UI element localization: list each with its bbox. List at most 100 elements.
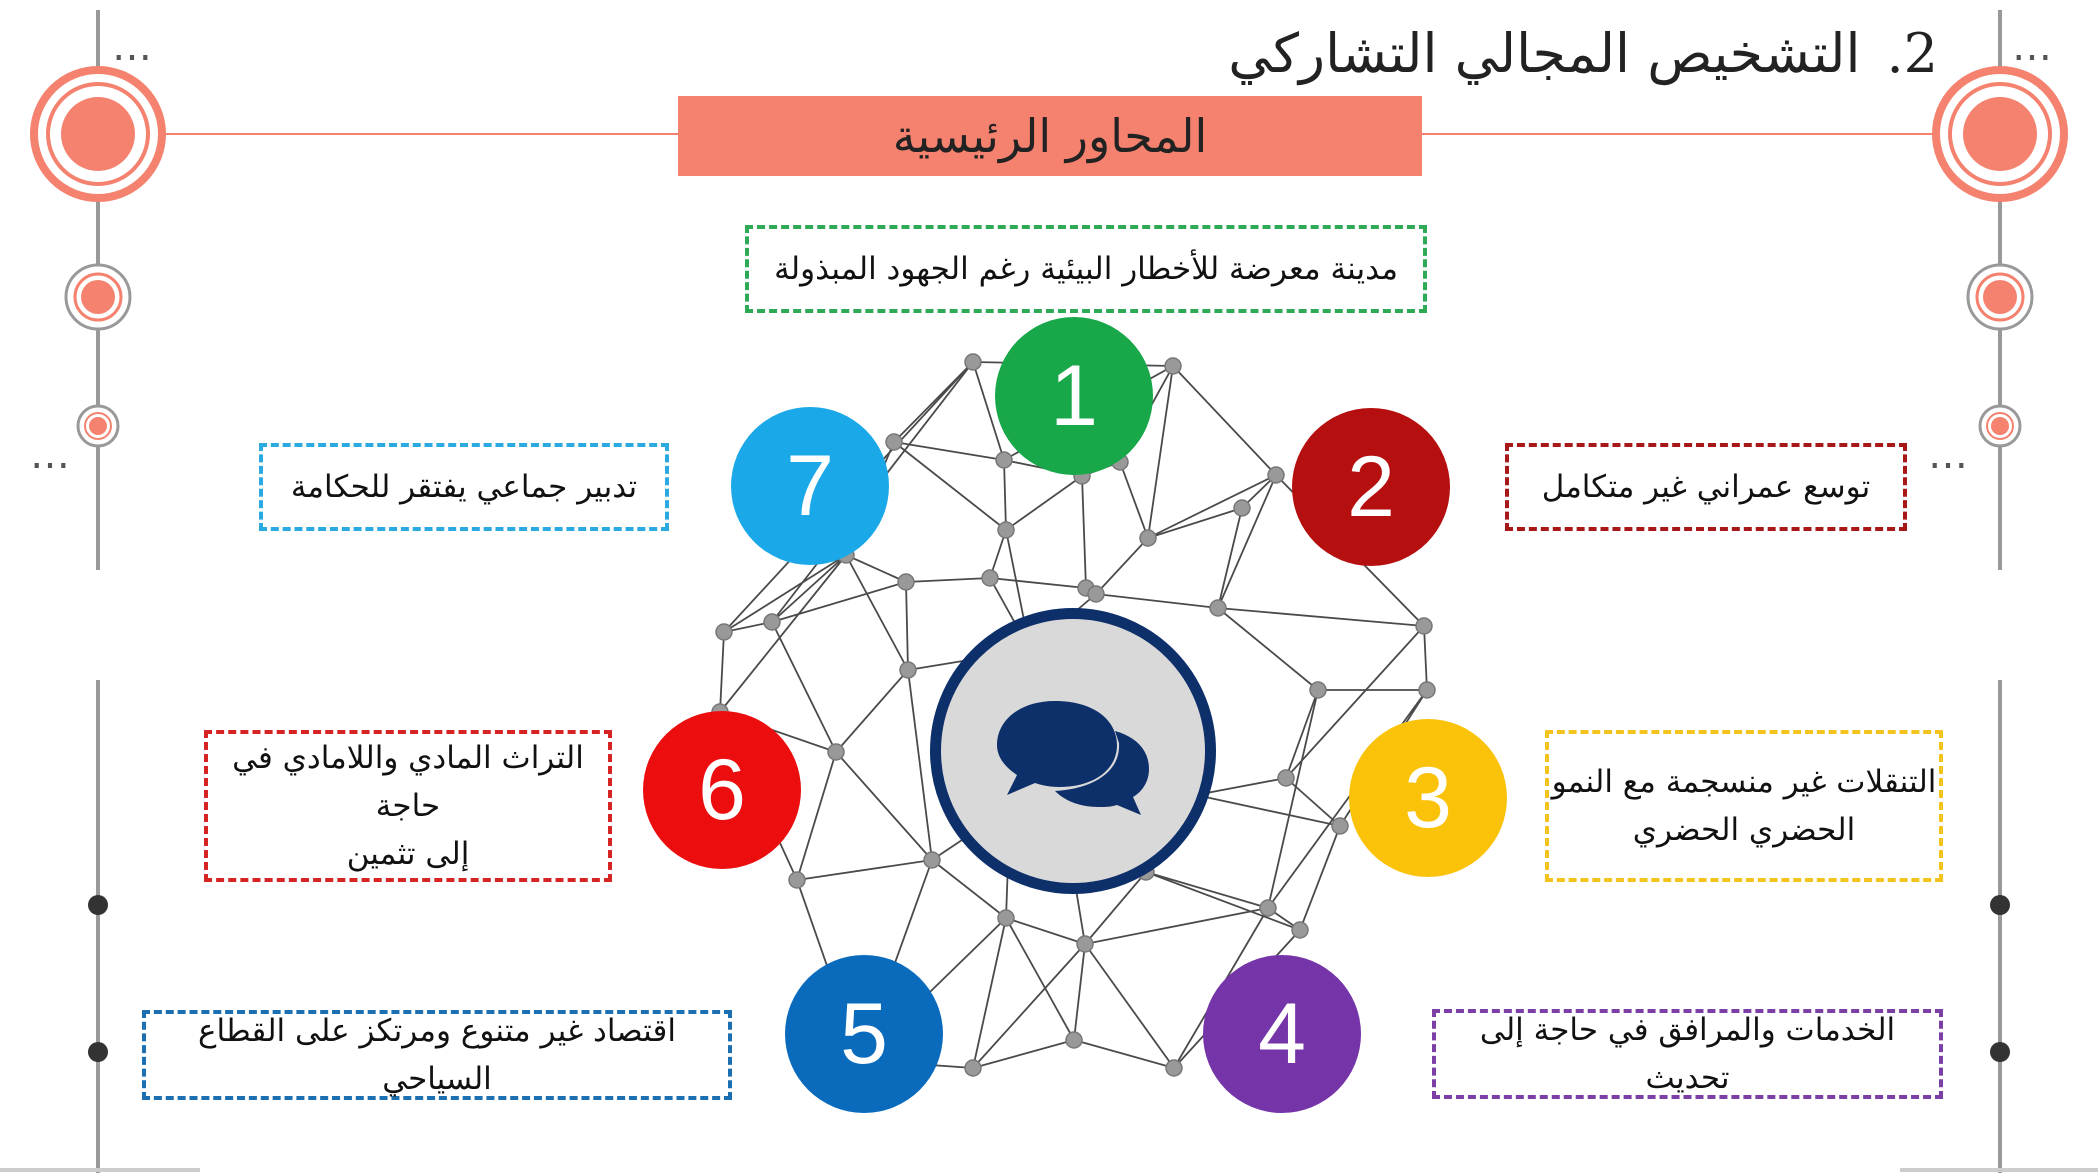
speech-bubbles-icon bbox=[997, 701, 1149, 815]
mesh-edge bbox=[893, 441, 1005, 461]
mesh-edge bbox=[1195, 777, 1287, 796]
mesh-edge bbox=[1073, 943, 1086, 1041]
mesh-edge bbox=[972, 917, 1007, 1069]
mesh-edge bbox=[835, 669, 909, 753]
page-title: 2. التشخيص المجالي التشاركي bbox=[1228, 22, 1938, 85]
main-axes-banner: المحاور الرئيسية bbox=[678, 96, 1422, 176]
axis-2-label-box: توسع عمراني غير متكامل bbox=[1505, 443, 1907, 531]
mesh-edge bbox=[1217, 607, 1319, 691]
mesh-node bbox=[1418, 681, 1436, 699]
mesh-edge bbox=[1147, 365, 1174, 539]
mesh-node bbox=[1291, 921, 1309, 939]
mesh-node bbox=[1277, 769, 1295, 787]
axis-1-circle: 1 bbox=[995, 317, 1153, 475]
ellipsis-mid-left: … bbox=[30, 432, 72, 478]
mesh-node bbox=[923, 851, 941, 869]
mesh-node bbox=[899, 661, 917, 679]
axis-7-circle: 7 bbox=[731, 407, 889, 565]
axis-6-text-line-2: إلى تثمين bbox=[346, 836, 470, 873]
mesh-edge bbox=[723, 554, 847, 633]
mesh-node bbox=[1209, 599, 1227, 617]
mesh-edge bbox=[1147, 474, 1277, 539]
mesh-edge bbox=[1119, 461, 1149, 539]
mesh-node bbox=[997, 909, 1015, 927]
mesh-node bbox=[1139, 529, 1157, 547]
axis-6-label-box: التراث المادي واللامادي في حاجة إلى تثمي… bbox=[204, 730, 612, 882]
mesh-edge bbox=[1195, 794, 1341, 827]
axis-4-text: الخدمات والمرافق في حاجة إلى تحديث bbox=[1479, 1011, 1896, 1096]
mesh-edge bbox=[771, 621, 837, 753]
mesh-edge bbox=[1084, 907, 1269, 945]
axis-4-label-box: الخدمات والمرافق في حاجة إلى تحديث bbox=[1432, 1009, 1943, 1099]
mesh-edge bbox=[905, 581, 909, 671]
axis-1-text: مدينة معرضة للأخطار البيئية رغم الجهود ا… bbox=[774, 250, 1398, 287]
axis-3-text-line-1: التنقلات غير منسجمة مع النمو bbox=[1551, 763, 1937, 800]
mesh-edge bbox=[1299, 825, 1341, 931]
axis-1-label-box: مدينة معرضة للأخطار البيئية رغم الجهود ا… bbox=[745, 225, 1427, 313]
axis-2-text: توسع عمراني غير متكامل bbox=[1541, 468, 1871, 505]
section-number: 2. bbox=[1886, 22, 1938, 85]
axis-3-circle: 3 bbox=[1349, 719, 1507, 877]
ellipsis-top-left: … bbox=[112, 24, 154, 70]
mesh-edge bbox=[796, 859, 933, 881]
mesh-node bbox=[788, 871, 806, 889]
mesh-edge bbox=[1217, 607, 1425, 627]
mesh-node bbox=[981, 569, 999, 587]
axis-7-label-box: تدبير جماعي يفتقر للحكامة bbox=[259, 443, 669, 531]
ellipsis-top-right: … bbox=[2012, 24, 2054, 70]
axis-6-text-line-1: التراث المادي واللامادي في حاجة bbox=[232, 739, 584, 824]
mesh-node bbox=[885, 433, 903, 451]
mesh-edge bbox=[1267, 689, 1319, 909]
mesh-node bbox=[1065, 1031, 1083, 1049]
mesh-edge bbox=[1081, 475, 1087, 589]
mesh-edge bbox=[972, 361, 1005, 461]
mesh-edge bbox=[719, 554, 847, 713]
mesh-edge bbox=[796, 751, 837, 881]
mesh-edge bbox=[1423, 625, 1428, 691]
mesh-edge bbox=[771, 581, 907, 623]
mesh-edge bbox=[1005, 917, 1075, 1041]
mesh-edge bbox=[989, 577, 1087, 589]
axis-5-label-box: اقتصاد غير متنوع ومرتكز على القطاع السيا… bbox=[142, 1010, 732, 1100]
mesh-node bbox=[897, 573, 915, 591]
mesh-edge bbox=[845, 554, 909, 671]
mesh-node bbox=[1415, 617, 1433, 635]
axis-3-label-box: التنقلات غير منسجمة مع النمو الحضري الحض… bbox=[1545, 730, 1943, 882]
mesh-edge bbox=[1285, 689, 1319, 779]
mesh-edge bbox=[931, 859, 1007, 919]
mesh-edge bbox=[893, 441, 1007, 531]
mesh-node bbox=[1164, 357, 1182, 375]
mesh-edge bbox=[1095, 537, 1149, 595]
mesh-edge bbox=[1145, 871, 1301, 931]
mesh-edge bbox=[1005, 917, 1086, 945]
discussion-hub bbox=[930, 608, 1216, 894]
mesh-edge bbox=[1172, 365, 1277, 476]
title-text: التشخيص المجالي التشاركي bbox=[1228, 22, 1861, 85]
mesh-node bbox=[1087, 585, 1105, 603]
mesh-node bbox=[1331, 817, 1349, 835]
mesh-edge bbox=[1005, 475, 1083, 531]
mesh-edge bbox=[1285, 777, 1341, 827]
mesh-edge bbox=[1217, 507, 1243, 609]
axis-3-text-line-2: الحضري الحضري bbox=[1632, 812, 1856, 848]
mesh-edge bbox=[972, 1039, 1075, 1069]
mesh-edge bbox=[1003, 459, 1007, 531]
mesh-edge bbox=[1084, 871, 1147, 945]
mesh-node bbox=[964, 1059, 982, 1077]
mesh-edge bbox=[1285, 625, 1425, 779]
mesh-edge bbox=[972, 943, 1086, 1069]
mesh-edge bbox=[835, 751, 933, 861]
axis-7-text: تدبير جماعي يفتقر للحكامة bbox=[290, 468, 638, 505]
axis-6-circle: 6 bbox=[643, 711, 801, 869]
mesh-node bbox=[1267, 466, 1285, 484]
mesh-edge bbox=[1073, 1039, 1175, 1069]
axis-5-circle: 5 bbox=[785, 955, 943, 1113]
mesh-node bbox=[1233, 499, 1251, 517]
mesh-edge bbox=[1084, 943, 1175, 1069]
axis-5-text: اقتصاد غير متنوع ومرتكز على القطاع السيا… bbox=[198, 1012, 676, 1097]
mesh-node bbox=[763, 613, 781, 631]
mesh-edge bbox=[719, 631, 725, 713]
